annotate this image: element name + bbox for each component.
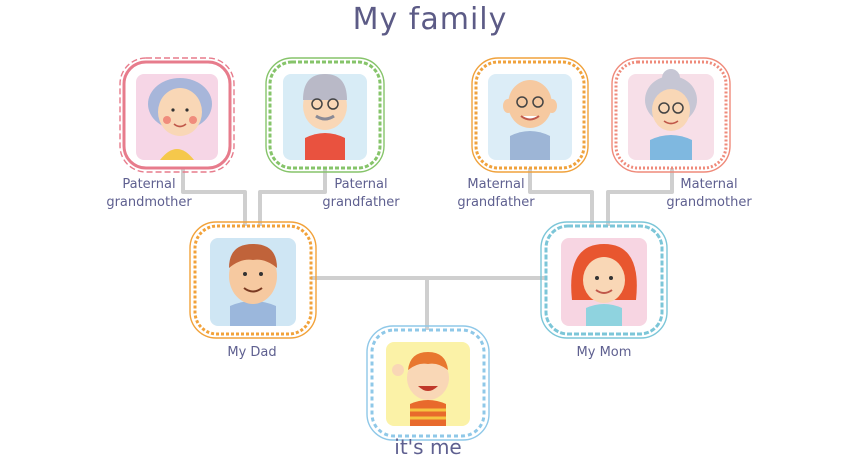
eye-right — [185, 108, 189, 112]
face-shape — [652, 89, 690, 131]
glasses-left — [516, 96, 528, 108]
shirt-stripes — [410, 408, 446, 420]
label-mom: My Mom — [576, 345, 632, 360]
label-line-2: grandmother — [106, 195, 192, 210]
portrait-frame-outer — [471, 57, 589, 173]
portrait-frame-outer — [366, 325, 490, 441]
face-shape — [229, 248, 277, 304]
mouth-shape — [173, 123, 187, 128]
mustache-shape — [315, 114, 335, 121]
dress-shape — [650, 135, 692, 160]
glasses-right — [327, 98, 339, 110]
label-line-1: Maternal — [467, 177, 525, 192]
tree-connectors — [181, 168, 674, 330]
waving-hand — [392, 364, 404, 376]
hair-shape — [303, 74, 347, 100]
face-shape — [508, 80, 552, 128]
label-me: it's me — [394, 435, 462, 459]
connector-maternal-grandmother — [606, 168, 674, 235]
face-shape — [583, 257, 625, 303]
portrait-me — [366, 325, 490, 441]
portrait-paternal-grandmother — [119, 57, 235, 173]
label-dad: My Dad — [227, 345, 277, 360]
shirt-shape — [410, 400, 446, 426]
label-maternal-grandmother: Maternal grandmother — [639, 176, 779, 212]
cheek-left — [163, 116, 171, 124]
portrait-frame-outer — [540, 221, 668, 339]
shirt-shape — [510, 131, 550, 160]
label-line-2: grandfather — [322, 195, 400, 210]
mouth-shape — [243, 287, 263, 293]
eye-left — [595, 276, 599, 280]
portrait-frame-outer — [189, 221, 317, 339]
mouth-shape — [418, 386, 438, 391]
page-title: My family — [352, 2, 508, 37]
ear-right — [547, 99, 557, 113]
label-paternal-grandmother: Paternal grandmother — [79, 176, 219, 212]
hair-shape — [229, 244, 277, 268]
portrait-frame-outer — [611, 57, 731, 173]
glasses-left — [658, 102, 670, 114]
label-line-1: Paternal — [334, 177, 388, 192]
dress-shape — [160, 149, 194, 160]
portrait-paternal-grandfather — [265, 57, 385, 173]
eye-right — [259, 272, 263, 276]
glasses-right — [532, 96, 544, 108]
label-line-2: grandmother — [666, 195, 752, 210]
hair-shape — [408, 352, 448, 370]
glasses-right — [672, 102, 684, 114]
mouth-shape — [663, 120, 679, 125]
ear-left — [503, 99, 513, 113]
face-shape — [158, 88, 202, 136]
label-line-1: Paternal — [122, 177, 176, 192]
portrait-dad — [189, 221, 317, 339]
dress-shape — [586, 304, 622, 326]
face-shape — [407, 356, 449, 400]
portrait-frame-outer — [119, 57, 235, 173]
label-paternal-grandfather: Paternal grandfather — [291, 176, 431, 212]
eye-left — [243, 272, 247, 276]
portrait-frame-outer — [265, 57, 385, 173]
label-line-1: Maternal — [680, 177, 738, 192]
shirt-shape — [305, 133, 345, 160]
mouth-shape — [595, 289, 613, 294]
cheek-right — [189, 116, 197, 124]
connector-paternal-grandfather — [258, 168, 327, 235]
hair-bun — [662, 69, 680, 87]
shirt-shape — [230, 301, 276, 326]
eye-left — [171, 108, 175, 112]
connector-maternal-grandfather — [528, 168, 594, 235]
portrait-maternal-grandfather — [471, 57, 589, 173]
portrait-mom — [540, 221, 668, 339]
label-line-2: grandfather — [457, 195, 535, 210]
eye-right — [609, 276, 613, 280]
portrait-maternal-grandmother — [611, 57, 731, 173]
glasses-left — [311, 98, 323, 110]
label-maternal-grandfather: Maternal grandfather — [426, 176, 566, 212]
mouth-shape — [520, 115, 540, 121]
connector-paternal-grandmother — [181, 168, 247, 235]
